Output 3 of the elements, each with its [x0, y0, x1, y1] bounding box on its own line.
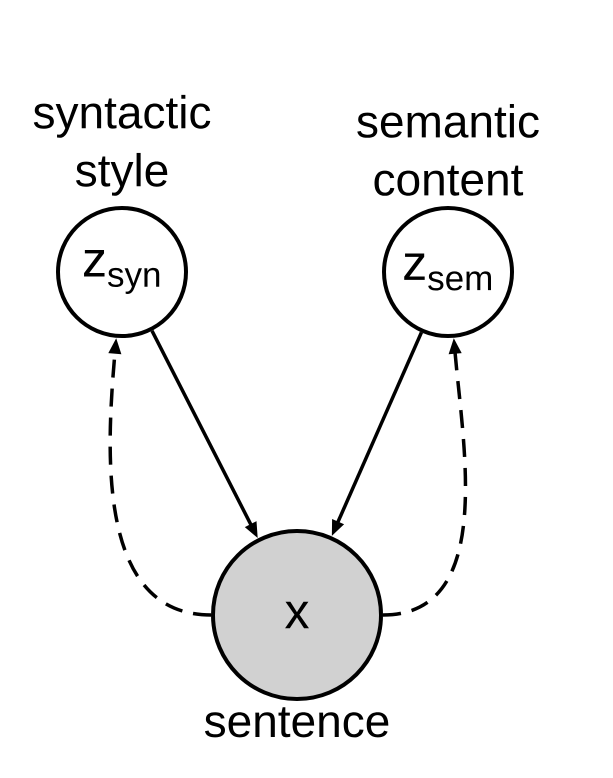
node-caption: sentence: [204, 707, 388, 738]
node-caption: syntactic style: [34, 94, 210, 196]
node-caption: semantic content: [357, 104, 539, 196]
